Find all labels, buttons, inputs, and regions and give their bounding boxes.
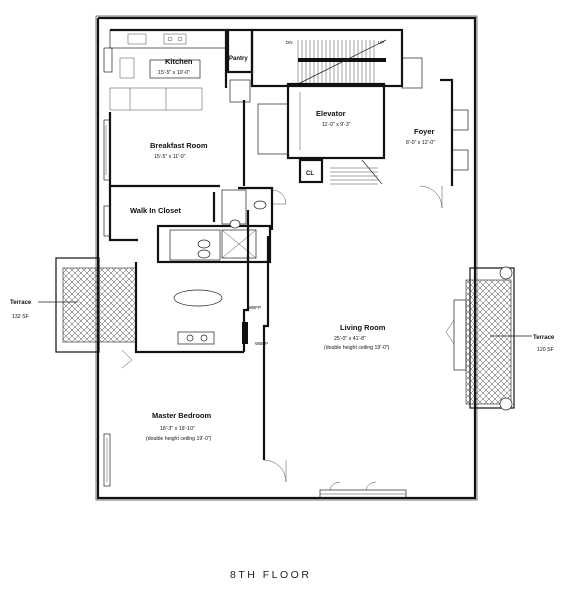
cooktop [163,33,187,45]
bath-sink-lower [197,249,211,259]
wbfp-label-upper: WBFP [248,305,261,310]
master-bath [134,200,272,354]
foyer-door-swing [419,185,443,209]
foyer-area [298,78,469,209]
bathtub [173,289,223,307]
master-bedroom-ceiling: (double height ceiling 19'-0") [146,436,212,442]
vanity [177,331,215,345]
stair-up-label: UP [378,40,384,45]
walk-in-closet-name: Walk In Closet [130,206,181,215]
elevator-dims: 11'-0" x 9'-3" [322,122,351,128]
living-room-name: Living Room [340,323,386,332]
right-terrace-area: 120 SF [537,347,554,353]
toilet-2 [229,219,241,229]
coat-closet [298,158,324,184]
living-room-ceiling: (double height ceiling 19'-0") [324,345,390,351]
breakfast-room-dims: 15'-5" x 11'-0" [154,154,186,160]
left-terrace [38,257,137,353]
exterior-walls [95,15,478,501]
right-terrace [465,266,532,411]
elevator-name: Elevator [316,109,346,118]
master-bedroom-name: Master Bedroom [152,411,212,420]
walk-in-closet-walls [108,186,274,242]
wbfp-hearth-1 [242,322,248,344]
stair-dn-label: DN [286,40,293,45]
partition-walls [242,189,287,483]
foyer-dims: 8'-0" x 12'-0" [406,140,435,146]
planter-bottom [499,397,513,411]
bath-sink-upper [197,239,211,249]
stair-core: DN UP [250,28,423,89]
lower-stair [330,159,383,185]
right-terrace-name: Terrace [533,335,555,341]
kitchen-area [103,28,228,111]
kitchen-name: Kitchen [165,57,193,66]
foyer-name: Foyer [414,127,435,136]
toilet [253,200,267,210]
master-bedroom-dims: 18'-3" x 19'-10" [160,426,195,432]
planter-top [499,266,513,280]
closet-label: CL [306,171,314,177]
shower [221,229,257,259]
kitchen-island [149,59,201,79]
kitchen-sink [127,33,147,45]
wbfp-label-lower: WBFP [255,341,268,346]
left-terrace-name: Terrace [10,300,32,306]
kitchen-dims: 15'-5" x 10'-0" [158,70,190,76]
windows [103,205,467,499]
floor-caption: 8TH FLOOR [230,569,311,581]
elevator-shaft [257,82,386,160]
living-room-dims: 25'-0" x 41'-8" [334,336,366,342]
pantry-area [226,28,254,103]
breakfast-room-name: Breakfast Room [150,141,208,150]
bedroom-door-swing [263,459,287,483]
left-terrace-area: 132 SF [12,314,29,320]
pantry-name: Pantry [229,56,248,62]
